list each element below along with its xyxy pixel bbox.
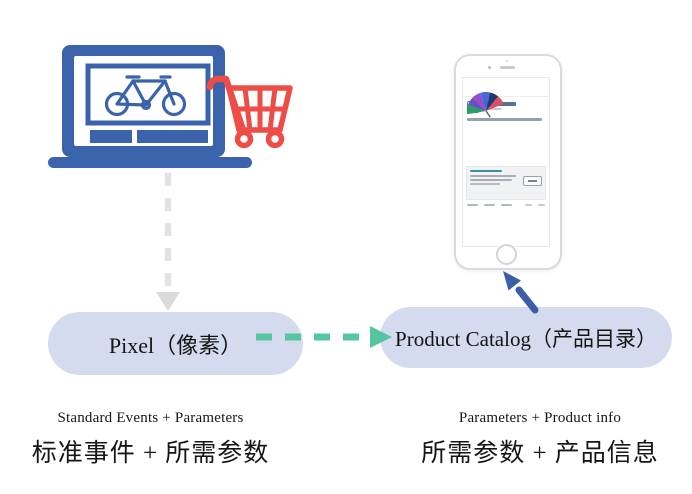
phone-screen <box>462 77 550 247</box>
caption-pixel-en: Standard Events + Parameters <box>57 410 244 426</box>
caption-catalog: Parameters + Product info 所需参数 + 产品信息 <box>395 410 685 469</box>
product-title-placeholder <box>470 169 502 172</box>
ad-footer-actions <box>467 203 545 206</box>
product-desc-placeholder <box>470 183 500 185</box>
ad-cta-button <box>523 175 542 186</box>
phone-speaker-icon <box>500 66 515 69</box>
phone-home-button-icon <box>496 244 517 265</box>
blue-arrow-up-to-phone <box>503 271 539 314</box>
phone-camera-icon <box>488 66 491 69</box>
sponsored-label-placeholder <box>482 107 502 110</box>
reaction-count-placeholder <box>525 203 532 206</box>
bicycle-icon <box>104 75 187 117</box>
caption-pixel-zh: 标准事件 + 所需参数 <box>31 440 270 467</box>
caption-pixel: Standard Events + Parameters 标准事件 + 所需参数 <box>8 410 293 469</box>
phone-sensor-icon <box>506 60 508 62</box>
advertiser-logo-icon <box>467 101 479 113</box>
product-desc-placeholder <box>470 179 512 181</box>
like-label-placeholder <box>467 203 478 206</box>
node-product-catalog: Product Catalog（产品目录） <box>380 307 672 368</box>
advertiser-name-placeholder <box>482 102 516 106</box>
product-catalog-ad-post <box>463 78 549 206</box>
node-pixel-label: Pixel（像素） <box>108 332 243 358</box>
laptop-icon <box>48 45 252 168</box>
ad-image-area <box>467 92 545 165</box>
product-desc-placeholder <box>470 175 516 177</box>
caption-catalog-en: Parameters + Product info <box>458 410 622 426</box>
caption-catalog-zh: 所需参数 + 产品信息 <box>421 440 659 467</box>
share-label-placeholder <box>501 203 512 206</box>
reaction-count-placeholder <box>538 203 545 206</box>
ad-body-text-placeholder <box>467 118 542 121</box>
node-product-catalog-label: Product Catalog（产品目录） <box>395 326 657 351</box>
shopping-cart-icon <box>206 75 293 149</box>
phone-statusbar-divider <box>463 78 549 97</box>
smartphone-mockup <box>454 54 562 270</box>
gray-dashed-arrow-down <box>156 173 180 311</box>
ad-header <box>467 101 545 113</box>
comment-label-placeholder <box>484 203 495 206</box>
ad-product-card <box>466 165 546 200</box>
node-pixel: Pixel（像素） <box>48 312 303 375</box>
